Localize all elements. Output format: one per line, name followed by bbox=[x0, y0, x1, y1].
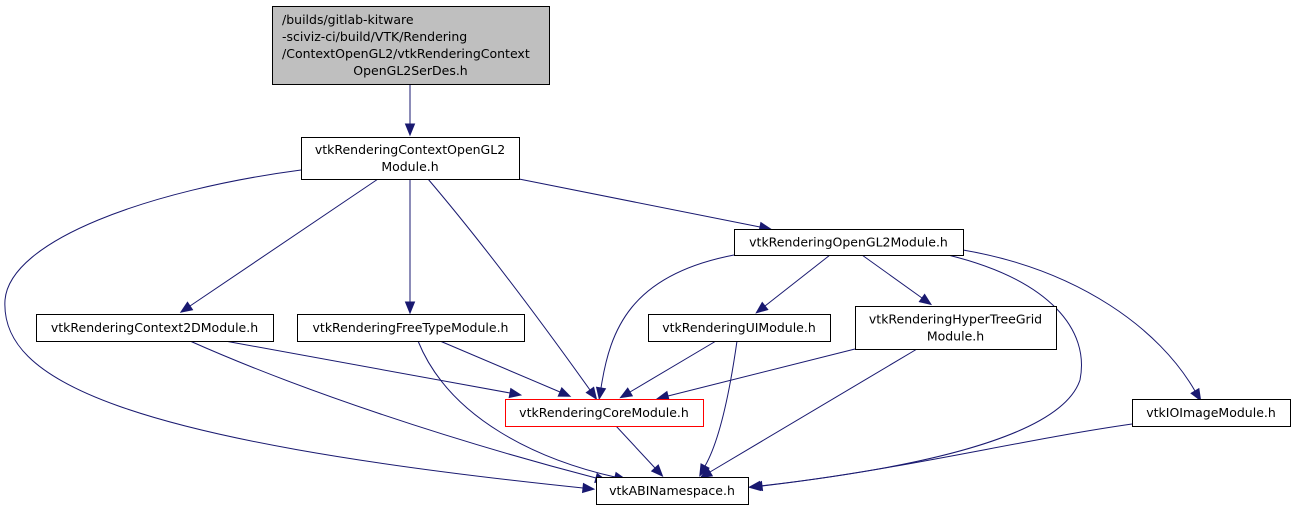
edge-line bbox=[861, 254, 923, 299]
edge-line bbox=[518, 178, 761, 228]
edge-ctxgl2-opengl2 bbox=[518, 178, 773, 233]
node-label: vtkRenderingOpenGL2Module.h bbox=[749, 235, 948, 250]
edge-line bbox=[629, 340, 717, 393]
arrowhead-icon bbox=[755, 301, 769, 314]
node-label: vtkRenderingContextOpenGL2 bbox=[315, 142, 505, 157]
edges-layer bbox=[4, 84, 1202, 494]
arrowhead-icon bbox=[918, 293, 933, 306]
arrowhead-icon bbox=[1190, 387, 1202, 402]
edge-ctxgl2-core bbox=[427, 178, 598, 401]
edge-opengl2-ui bbox=[755, 254, 831, 314]
node-opengl2[interactable]: vtkRenderingOpenGL2Module.h bbox=[734, 229, 964, 256]
arrowhead-icon bbox=[557, 386, 572, 397]
node-box bbox=[596, 477, 749, 505]
arrowhead-icon bbox=[404, 123, 416, 137]
arrowhead-icon bbox=[595, 386, 607, 401]
node-box bbox=[505, 399, 704, 427]
node-label: Module.h bbox=[381, 159, 438, 174]
edge-line bbox=[759, 254, 1082, 487]
edge-serdes-ctxgl2 bbox=[404, 84, 416, 137]
node-serdes: /builds/gitlab-kitware -sciviz-ci/build/V… bbox=[272, 6, 550, 85]
edge-ioimage-abi bbox=[749, 423, 1133, 492]
node-freetype[interactable]: vtkRenderingFreeTypeModule.h bbox=[297, 314, 525, 342]
arrowhead-icon bbox=[699, 467, 714, 479]
node-box bbox=[855, 306, 1057, 350]
edge-opengl2-htg bbox=[861, 254, 933, 306]
edge-opengl2-ioimage bbox=[962, 249, 1202, 402]
edge-opengl2-core bbox=[595, 254, 735, 401]
node-core[interactable]: vtkRenderingCoreModule.h bbox=[505, 399, 704, 427]
node-box bbox=[297, 314, 525, 342]
edge-htg-abi bbox=[699, 348, 918, 479]
edge-ctxgl2-freetype bbox=[404, 179, 416, 315]
edge-line bbox=[615, 425, 656, 469]
node-label: -sciviz-ci/build/VTK/Rendering bbox=[282, 29, 467, 44]
nodes-layer: /builds/gitlab-kitware -sciviz-ci/build/V… bbox=[36, 6, 1291, 505]
node-label: vtkIOImageModule.h bbox=[1146, 405, 1276, 420]
edge-line bbox=[600, 254, 735, 389]
node-label: vtkRenderingUIModule.h bbox=[662, 320, 816, 335]
node-ctx2d[interactable]: vtkRenderingContext2DModule.h bbox=[36, 314, 274, 342]
arrowhead-icon bbox=[508, 387, 523, 399]
node-label: vtkRenderingCoreModule.h bbox=[519, 405, 689, 420]
edge-ctxgl2-ctx2d bbox=[179, 178, 379, 313]
edge-line bbox=[704, 340, 738, 467]
node-ioimage[interactable]: vtkIOImageModule.h bbox=[1132, 399, 1291, 427]
arrowhead-icon bbox=[179, 301, 194, 313]
arrowhead-icon bbox=[619, 387, 634, 399]
arrowhead-icon bbox=[581, 482, 596, 494]
arrowhead-icon bbox=[749, 480, 764, 492]
node-ui[interactable]: vtkRenderingUIModule.h bbox=[648, 314, 831, 342]
edge-line bbox=[439, 340, 561, 393]
arrowhead-icon bbox=[404, 301, 416, 315]
node-box bbox=[36, 314, 274, 342]
edge-line bbox=[4, 169, 584, 489]
edge-core-abi bbox=[615, 425, 664, 478]
node-label: vtkRenderingContext2DModule.h bbox=[51, 320, 258, 335]
node-label: Module.h bbox=[927, 329, 984, 344]
arrowhead-icon bbox=[650, 464, 664, 478]
edge-line bbox=[417, 340, 616, 478]
edge-line bbox=[189, 340, 597, 479]
node-label: vtkRenderingFreeTypeModule.h bbox=[313, 320, 509, 335]
node-label: vtkRenderingHyperTreeGrid bbox=[869, 312, 1042, 327]
node-box bbox=[648, 314, 831, 342]
node-label: vtkABINamespace.h bbox=[609, 483, 735, 498]
edge-line bbox=[427, 178, 591, 391]
edge-line bbox=[189, 178, 379, 307]
arrowhead-icon bbox=[585, 386, 598, 401]
node-box bbox=[1132, 399, 1291, 427]
edge-ui-core bbox=[619, 340, 717, 399]
edge-line bbox=[962, 249, 1196, 392]
edge-ctx2d-core bbox=[224, 340, 523, 399]
edge-opengl2-abi bbox=[747, 254, 1082, 492]
node-box bbox=[272, 6, 550, 85]
node-abi[interactable]: vtkABINamespace.h bbox=[596, 477, 749, 505]
edge-line bbox=[761, 423, 1133, 487]
node-label: OpenGL2SerDes.h bbox=[353, 63, 467, 78]
edge-line bbox=[224, 340, 511, 394]
edge-ui-abi bbox=[699, 340, 738, 477]
node-box bbox=[301, 137, 520, 180]
edge-ctxgl2-abi bbox=[4, 169, 596, 494]
node-label: /builds/gitlab-kitware bbox=[282, 12, 414, 27]
edge-freetype-core bbox=[439, 340, 572, 397]
node-box bbox=[734, 229, 964, 256]
node-label: /ContextOpenGL2/vtkRenderingContext bbox=[282, 46, 530, 61]
edge-line bbox=[667, 348, 856, 397]
edge-line bbox=[709, 348, 918, 473]
edge-htg-core bbox=[656, 348, 856, 401]
edge-line bbox=[764, 254, 831, 307]
